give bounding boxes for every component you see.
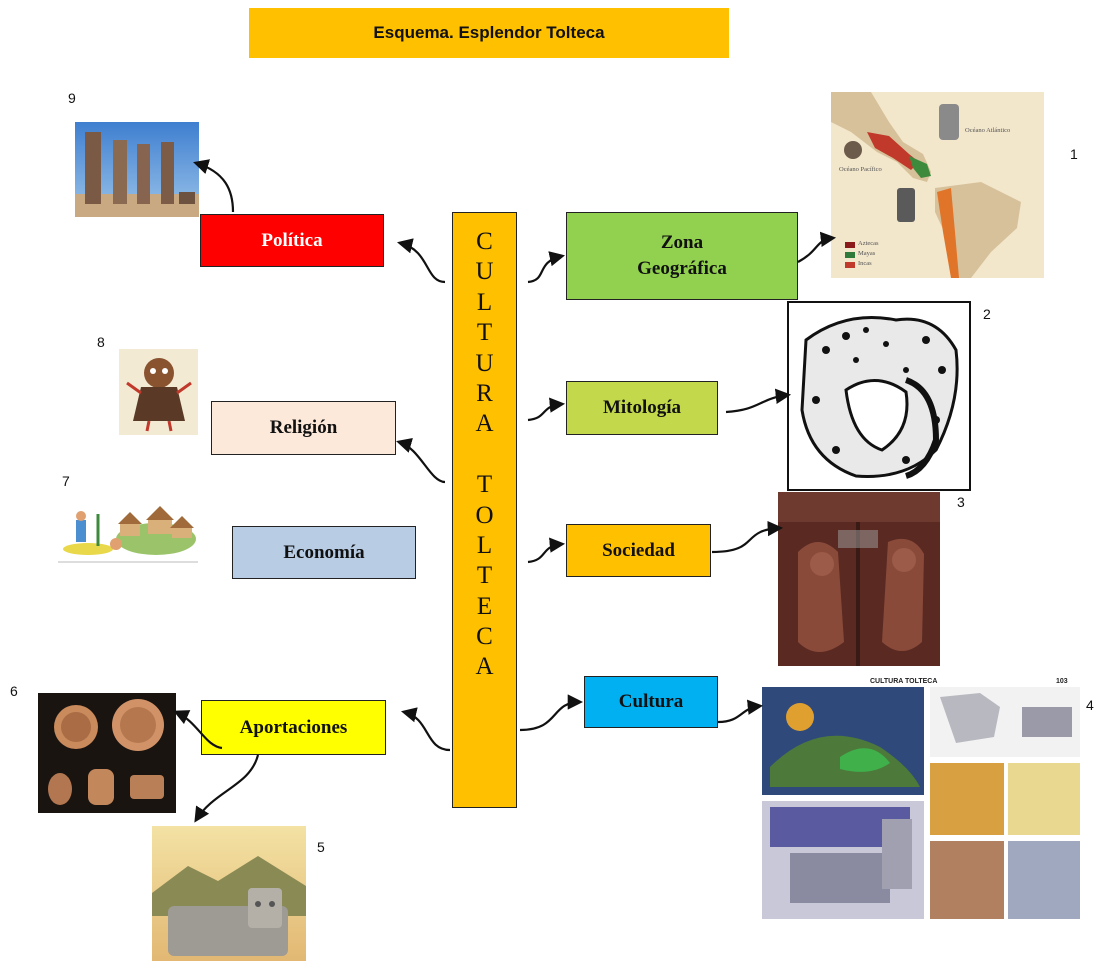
node-aportaciones-label: Aportaciones (239, 716, 348, 738)
image-number-1: 1 (1070, 146, 1078, 162)
arrow-to-religion (396, 437, 446, 484)
arrow-to-cultura (519, 694, 584, 732)
node-zona-geografica: Zona Geográfica (566, 212, 798, 300)
arrow-to-sociedad (527, 537, 566, 564)
jaguar-woodcut-image (786, 300, 972, 492)
node-economia-label: Economía (283, 541, 365, 563)
center-letter: O (475, 501, 494, 529)
ceramics-image (38, 693, 176, 813)
map-legend-aztecas: Aztecas (858, 240, 879, 247)
node-cultura-label: Cultura (618, 691, 684, 713)
node-sociedad: Sociedad (566, 524, 711, 577)
arrow-to-relief (711, 520, 784, 554)
center-letter: C (476, 228, 493, 255)
center-letter: L (476, 531, 493, 559)
image-number-3: 3 (957, 494, 965, 510)
center-letter: A (475, 410, 494, 438)
node-economia: Economía (232, 526, 416, 579)
arrow-to-ceramics (173, 710, 223, 750)
arrow-to-mitologia (527, 397, 566, 422)
node-politica: Política (200, 214, 384, 267)
image-number-6: 6 (10, 683, 18, 699)
center-letter: T (476, 471, 493, 499)
arrow-to-map (797, 231, 837, 263)
poster-header: CULTURA TOLTECA (870, 678, 938, 685)
map-legend-mayas: Mayas (858, 250, 876, 257)
node-aportaciones: Aportaciones (201, 700, 386, 755)
deity-figure-image (119, 349, 198, 435)
image-number-8: 8 (97, 334, 105, 350)
center-letter: T (476, 562, 493, 590)
map-label-atlantic: Océano Atlántico (965, 127, 1011, 134)
center-letter: C (476, 623, 493, 651)
node-sociedad-label: Sociedad (602, 539, 675, 561)
arrow-to-zona (527, 251, 566, 284)
image-number-5: 5 (317, 839, 325, 855)
image-number-9: 9 (68, 90, 76, 106)
map-image: Océano Atlántico Océano Pacífico Aztecas… (831, 92, 1044, 278)
arrow-to-atlantes (193, 159, 235, 213)
stone-relief-image (778, 492, 940, 666)
poster-page-number: 103 (1056, 678, 1068, 685)
node-zona-label-2: Geográfica (637, 258, 727, 279)
diagram-title: Esquema. Esplendor Tolteca (249, 8, 729, 58)
center-letter: U (475, 258, 494, 286)
node-religion-label: Religión (269, 417, 338, 439)
atlantes-tula-image (75, 122, 199, 217)
center-letter: R (476, 379, 493, 407)
node-religion: Religión (211, 401, 396, 455)
center-letter: U (475, 349, 494, 377)
node-zona-label-1: Zona (660, 232, 704, 254)
center-letter: A (475, 653, 494, 681)
map-legend-incas: Incas (858, 260, 872, 267)
map-label-pacific: Océano Pacífico (839, 166, 882, 173)
center-letter: L (476, 288, 493, 316)
image-number-2: 2 (983, 306, 991, 322)
node-mitologia-label: Mitología (602, 397, 682, 419)
arrow-to-politica (397, 238, 446, 284)
chac-mool-image (148, 826, 306, 961)
node-mitologia: Mitología (566, 381, 718, 435)
arrow-to-jaguar (725, 388, 792, 414)
cultura-tolteca-column: C U L T U R A T O L T E C A (452, 212, 517, 808)
village-illustration-image (58, 494, 198, 564)
image-number-7: 7 (62, 473, 70, 489)
center-letter: T (476, 319, 493, 347)
arrow-to-aportaciones (400, 707, 451, 752)
center-letter: E (476, 592, 493, 620)
cultura-tolteca-poster-image: CULTURA TOLTECA 103 (760, 677, 1082, 921)
node-politica-label: Política (261, 229, 323, 251)
node-cultura: Cultura (584, 676, 718, 728)
image-number-4: 4 (1086, 697, 1094, 713)
arrow-to-chacmool (194, 754, 260, 823)
arrow-to-poster (717, 699, 764, 724)
